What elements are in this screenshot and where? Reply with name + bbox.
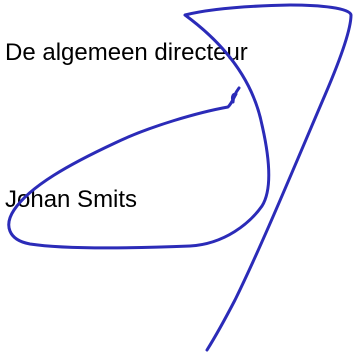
signatory-title: De algemeen directeur [5,39,248,66]
signatory-name: Johan Smits [5,186,138,213]
